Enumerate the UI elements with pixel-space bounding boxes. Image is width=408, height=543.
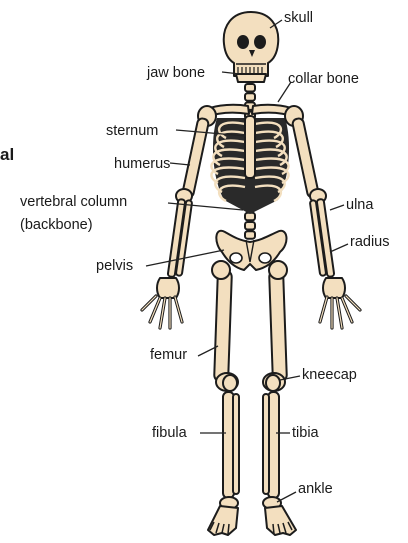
foot-bones [208,497,296,535]
lower-leg-bones [223,392,279,498]
label-humerus: humerus [114,156,170,172]
vertebra [245,231,255,239]
hand-bones [142,278,360,328]
kneecap-bones [223,375,280,391]
label-ulna: ulna [346,197,374,213]
ulna-pointer [330,205,344,210]
side-fragment-text: al [0,145,14,164]
femur-bones [212,261,287,391]
label-kneecap: kneecap [302,367,357,383]
label-backbone: (backbone) [20,217,93,233]
skull-bone [224,12,279,82]
skeleton-drawing [142,12,360,535]
label-collar-bone: collar bone [288,71,359,87]
label-vertebral-column: vertebral column [20,194,127,210]
vertebra [245,84,255,92]
vertebra [245,93,255,101]
radius-pointer [330,244,348,252]
label-tibia: tibia [292,425,320,441]
label-femur: femur [150,347,187,363]
label-ankle: ankle [298,481,333,497]
rib-cage [211,116,289,214]
label-jaw-bone: jaw bone [146,65,205,81]
humerus-pointer [170,163,190,165]
label-fibula: fibula [152,425,188,441]
vertebra [245,222,255,230]
label-sternum: sternum [106,123,158,139]
label-pelvis: pelvis [96,258,133,274]
label-radius: radius [350,234,390,250]
label-skull: skull [284,10,313,26]
